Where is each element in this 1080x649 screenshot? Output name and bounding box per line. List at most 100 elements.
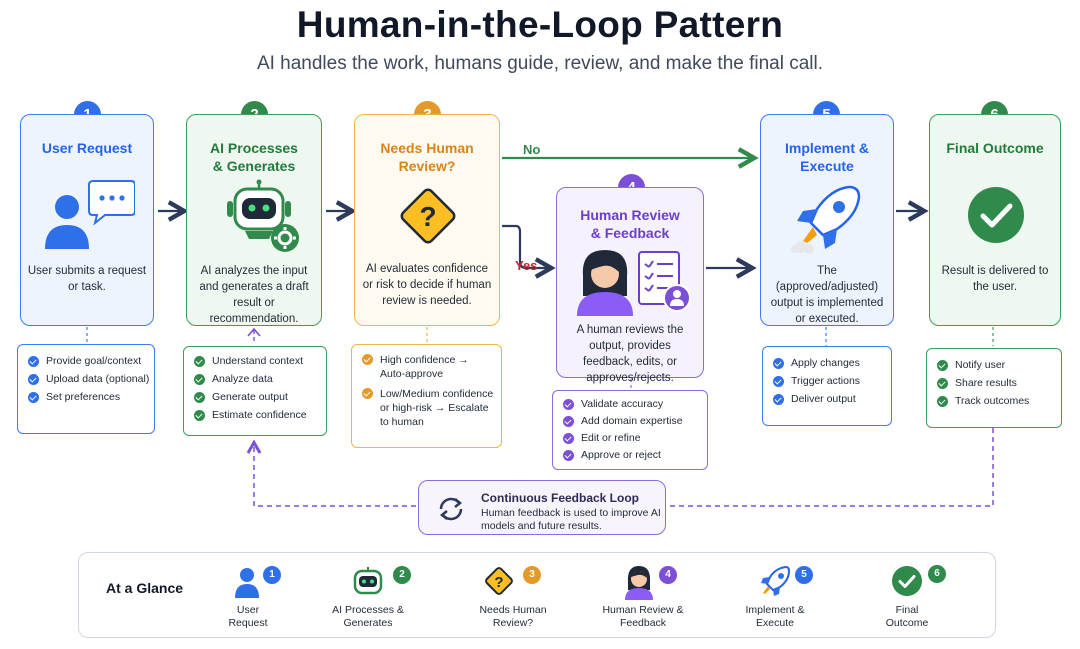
svg-text:?: ? [494,574,503,591]
step-4-description: A human reviews the output, provides fee… [576,324,684,384]
step-3-description: AI evaluates confidence or risk to decid… [362,263,492,307]
list-item: Share results [937,374,1061,392]
refresh-cycle-icon [435,493,467,530]
list-item: Trigger actions [773,372,891,390]
glance-item-1: 1 User Request [193,553,303,639]
at-a-glance-panel: At a Glance 1 User Request 2 AI Processe… [78,552,996,638]
check-icon [362,388,373,399]
list-item: Provide goal/context [28,352,154,370]
check-icon [362,354,373,365]
step-1-title: User Request [41,140,133,156]
list-item: Set preferences [28,388,154,406]
feedback-loop-title: Continuous Feedback Loop [481,491,639,505]
warning-question-icon: ? [482,564,516,603]
check-icon [28,392,39,403]
svg-text:?: ? [419,201,436,232]
step-6-card: Final Outcome Result is delivered to the… [929,114,1061,326]
glance-badge-6: 6 [928,565,946,583]
list-item: Analyze data [194,370,326,388]
check-icon [28,374,39,385]
check-icon [194,356,205,367]
reviewer-icon [624,564,654,605]
step-3-card: Needs Human Review? ? AI evaluates confi… [354,114,500,326]
glance-item-2: 2 AI Processes & Generates [313,553,423,639]
check-icon [937,360,948,371]
step-6-description: Result is delivered to the user. [941,265,1049,293]
step-2-card: AI Processes & Generates AI analyzes the… [186,114,322,326]
feedback-loop-box: Continuous Feedback Loop Human feedback … [418,480,666,535]
user-icon [235,566,259,603]
step-5-checklist: Apply changes Trigger actions Deliver ou… [762,346,892,426]
step-3-title: Needs Human Review? [380,140,474,174]
list-item: Deliver output [773,390,891,408]
list-item: Notify user [937,356,1061,374]
list-item: Low/Medium confidence or high-risk → Esc… [362,387,495,429]
step-4-checklist: Validate accuracy Add domain expertise E… [552,390,708,470]
warning-question-icon: ? [395,183,461,254]
list-item: Validate accuracy [563,396,707,413]
step-1-card: User Request User submits a request or t… [20,114,154,326]
glance-badge-1: 1 [263,566,281,584]
glance-label-2: AI Processes & Generates [332,604,404,629]
check-icon [773,394,784,405]
glance-label-6: Final Outcome [885,604,929,629]
step-5-card: Implement & Execute The (approved/adjust… [760,114,894,326]
step-2-checklist: Understand context Analyze data Generate… [183,346,327,436]
list-item: Generate output [194,388,326,406]
glance-item-3: ? 3 Needs Human Review? [458,553,568,639]
step-1-checklist: Provide goal/context Upload data (option… [17,344,155,434]
list-item: Apply changes [773,354,891,372]
glance-badge-4: 4 [659,566,677,584]
check-icon [937,396,948,407]
step-2-title: AI Processes & Generates [210,140,298,174]
page-subtitle: AI handles the work, humans guide, revie… [256,53,824,74]
glance-label-1: User Request [228,604,268,629]
glance-badge-5: 5 [795,566,813,584]
check-icon [773,358,784,369]
glance-badge-3: 3 [523,566,541,584]
page-title: Human-in-the-Loop Pattern [296,4,784,45]
glance-item-4: 4 Human Review & Feedback [588,553,698,639]
yes-label: Yes [515,258,538,273]
check-icon [194,410,205,421]
rocket-icon [758,564,792,603]
step-5-title: Implement & Execute [784,140,869,174]
check-icon [194,374,205,385]
step-6-checklist: Notify user Share results Track outcomes [926,348,1062,428]
step-4-card: Human Review & Feedback A human reviews … [556,187,704,384]
check-icon [937,378,948,389]
step-1-description: User submits a request or task. [27,265,147,293]
arrow-yes-3-4 [502,224,549,268]
step-2-description: AI analyzes the input and generates a dr… [199,265,309,325]
at-a-glance-label: At a Glance [106,580,184,596]
glance-label-3: Needs Human Review? [479,604,547,629]
list-item: Estimate confidence [194,406,326,424]
list-item: Add domain expertise [563,413,707,430]
check-icon [194,392,205,403]
user-chat-icon [41,175,136,260]
rocket-icon [791,183,865,260]
glance-item-6: 6 Final Outcome [852,553,962,639]
reviewer-checklist-icon [573,246,691,321]
list-item: Understand context [194,352,326,370]
step-3-checklist: High confidence → Auto-approve Low/Mediu… [351,344,502,448]
robot-icon [351,565,385,602]
list-item: Track outcomes [937,392,1061,410]
checkmark-circle-icon [891,565,923,602]
check-icon [563,450,574,461]
list-item: Edit or refine [563,430,707,447]
glance-item-5: 5 Implement & Execute [720,553,830,639]
list-item: High confidence → Auto-approve [362,353,495,381]
feedback-loop-right [668,428,994,507]
check-icon [773,376,784,387]
list-item: Approve or reject [563,447,707,464]
feedback-loop-description: Human feedback is used to improve AI mod… [481,507,661,532]
check-icon [563,416,574,427]
glance-label-4: Human Review & Feedback [602,604,684,629]
step-4-title: Human Review & Feedback [580,207,680,241]
glance-badge-2: 2 [393,566,411,584]
list-item: Upload data (optional) [28,370,154,388]
feedback-loop-left [254,444,416,507]
check-icon [563,433,574,444]
step-6-title: Final Outcome [946,140,1044,156]
